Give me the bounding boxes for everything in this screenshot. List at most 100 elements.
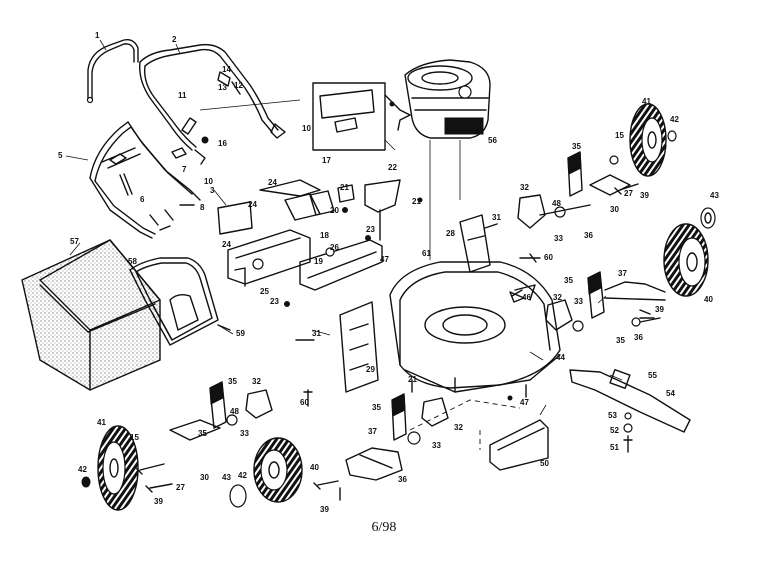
callout-23a: 23 [366, 225, 375, 234]
callout-42c: 42 [238, 471, 247, 480]
callout-43a: 43 [710, 191, 719, 200]
callout-48a: 48 [552, 199, 561, 208]
callout-30b: 30 [200, 473, 209, 482]
callout-21c: 21 [408, 375, 417, 384]
callout-48b: 48 [230, 407, 239, 416]
callout-32d: 32 [454, 423, 463, 432]
callout-numbers: 1 2 3 5 6 7 8 10 10 11 12 13 14 15 15 16… [58, 31, 719, 514]
grass-catcher-bag-part [21, 239, 161, 391]
callout-20: 20 [330, 206, 339, 215]
callout-26: 26 [330, 243, 339, 252]
callout-31b: 31 [312, 329, 321, 338]
callout-29: 29 [366, 365, 375, 374]
callout-33a: 33 [554, 234, 563, 243]
callout-13: 13 [218, 83, 227, 92]
engine-part [397, 59, 491, 260]
callout-21a: 21 [340, 183, 349, 192]
mower-deck-part [389, 261, 561, 393]
callout-39a: 39 [640, 191, 649, 200]
callout-39b: 39 [655, 305, 664, 314]
callout-10b: 10 [302, 124, 311, 133]
callout-25: 25 [260, 287, 269, 296]
callout-6: 6 [140, 195, 145, 204]
callout-33c: 33 [240, 429, 249, 438]
callout-60a: 60 [544, 253, 553, 262]
callout-24c: 24 [222, 240, 231, 249]
deck-baffle-part [409, 399, 549, 471]
callout-3: 3 [210, 186, 215, 195]
callout-22: 22 [388, 163, 397, 172]
callout-36a: 36 [584, 231, 593, 240]
callout-8: 8 [200, 203, 205, 212]
blade-part [569, 368, 691, 453]
callout-24a: 24 [268, 178, 277, 187]
callout-35c: 35 [616, 336, 625, 345]
lower-handle-part [89, 121, 201, 239]
callout-51: 51 [610, 443, 619, 452]
rear-bracket-part [339, 214, 491, 393]
callout-58: 58 [128, 257, 137, 266]
callout-33d: 33 [432, 441, 441, 450]
callout-47a: 47 [380, 255, 389, 264]
callout-61: 61 [422, 249, 431, 258]
callout-35e: 35 [198, 429, 207, 438]
callout-16: 16 [218, 139, 227, 148]
callout-7: 7 [182, 165, 187, 174]
fasteners [135, 183, 655, 501]
callout-50: 50 [540, 459, 549, 468]
callout-36c: 36 [398, 475, 407, 484]
callout-18: 18 [320, 231, 329, 240]
callout-55: 55 [648, 371, 657, 380]
callout-36b: 36 [634, 333, 643, 342]
callout-35f: 35 [372, 403, 381, 412]
callout-14: 14 [222, 65, 231, 74]
handle-hardware [109, 71, 286, 231]
callout-1: 1 [95, 31, 100, 40]
hub-caps [81, 130, 716, 508]
callout-54: 54 [666, 389, 675, 398]
callout-42a: 42 [670, 115, 679, 124]
callout-30a: 30 [610, 205, 619, 214]
callout-11: 11 [178, 91, 187, 100]
callout-44: 44 [556, 353, 565, 362]
callout-32b: 32 [553, 293, 562, 302]
callout-53: 53 [608, 411, 617, 420]
callout-35a: 35 [572, 142, 581, 151]
callout-10a: 10 [204, 177, 213, 186]
wheel-front-right-lower [663, 223, 709, 297]
callout-15a: 15 [615, 131, 624, 140]
callout-35b: 35 [564, 276, 573, 285]
callout-42b: 42 [78, 465, 87, 474]
height-adjuster-parts [169, 151, 666, 481]
callout-41b: 41 [97, 418, 106, 427]
leader-lines [65, 39, 623, 416]
callout-37a: 37 [618, 269, 627, 278]
callout-32c: 32 [252, 377, 261, 386]
upper-handle-part [86, 38, 139, 104]
callout-32a: 32 [520, 183, 529, 192]
callout-39d: 39 [320, 505, 329, 514]
handle-bracket-parts [217, 179, 401, 241]
main-handle-part [139, 43, 301, 151]
callout-37b: 37 [368, 427, 377, 436]
callout-27a: 27 [624, 189, 633, 198]
wheel-rear-center [253, 437, 303, 503]
wheel-front-right-upper [629, 103, 667, 177]
callout-12: 12 [234, 81, 243, 90]
callout-21b: 21 [412, 197, 421, 206]
callout-47b: 47 [520, 398, 529, 407]
callout-59: 59 [236, 329, 245, 338]
callout-5: 5 [58, 151, 63, 160]
wheel-rear-left [97, 425, 139, 511]
callout-33b: 33 [574, 297, 583, 306]
callout-41a: 41 [642, 97, 651, 106]
callout-28: 28 [446, 229, 455, 238]
callout-56: 56 [488, 136, 497, 145]
callout-57: 57 [70, 237, 79, 246]
callout-43b: 43 [222, 473, 231, 482]
callout-31a: 31 [492, 213, 501, 222]
callout-23b: 23 [270, 297, 279, 306]
callout-40a: 40 [704, 295, 713, 304]
callout-27b: 27 [176, 483, 185, 492]
